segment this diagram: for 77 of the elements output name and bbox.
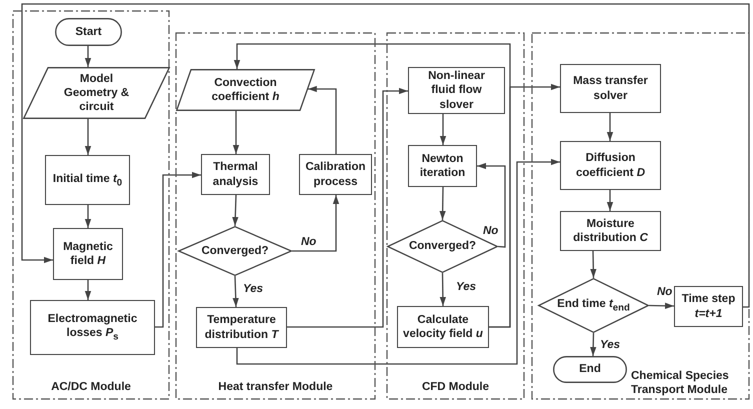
arrow (308, 86, 337, 154)
input-parallelogram (176, 69, 315, 111)
node-label: Mass transfer solver (572, 74, 649, 103)
terminal-shape (55, 18, 122, 46)
arrow (590, 332, 596, 356)
edge-label: Yes (243, 283, 264, 295)
node-label: Thermal analysis (212, 160, 260, 189)
node-label: End time t$_{end}$ (557, 297, 630, 314)
node-label: Convection coefficient h (210, 76, 280, 104)
input-parallelogram (23, 67, 170, 119)
module-label: AC/DC Module (50, 380, 132, 394)
process-box (53, 228, 123, 280)
process-box (560, 141, 661, 190)
arrow (590, 250, 596, 278)
process-box (45, 155, 130, 205)
arrow (155, 172, 201, 328)
node-label: Initial time t$_{0}$ (52, 172, 122, 188)
process-box (560, 64, 661, 113)
module-label: CFD Module (420, 380, 490, 394)
process-box (397, 306, 489, 348)
process-box (201, 154, 270, 195)
terminal-shape (553, 356, 627, 383)
node-label: End (579, 362, 601, 376)
module-region (12, 10, 170, 400)
node-label: Model Geometry & circuit (62, 72, 130, 114)
node-label: Start (75, 24, 102, 39)
edge-label: Yes (600, 339, 620, 351)
decision-diamond (178, 226, 292, 276)
node-label: Calibration process (304, 160, 367, 189)
arrow (84, 46, 92, 67)
arrow (232, 111, 240, 154)
node-label: Moisture distribution C (572, 216, 649, 246)
node-label: Calculate velocity field u (402, 312, 484, 342)
arrow (489, 84, 560, 328)
decision-diamond (387, 220, 498, 273)
node-label: Electromagnetic losses P$_{s}$ (46, 312, 138, 343)
node-label: Newton iteration (418, 152, 466, 180)
arrow (84, 280, 92, 300)
arrow (440, 273, 446, 306)
arrow (292, 195, 340, 252)
module-label: Chemical Species Transport Module (631, 369, 730, 398)
module-label: Heat transfer Module (217, 380, 334, 394)
process-box (674, 286, 743, 327)
arrow (606, 113, 614, 141)
process-box (408, 145, 477, 187)
edge-label: No (483, 225, 498, 237)
node-label: Magnetic field H (62, 240, 114, 268)
arrow (21, 3, 750, 308)
process-box (408, 67, 505, 114)
node-label: Temperature distribution T (204, 313, 280, 342)
node-label: Non-linear fluid flow slover (427, 69, 486, 112)
edge-label: Yes (456, 281, 476, 293)
arrow (236, 158, 560, 365)
arrow (84, 119, 92, 155)
decision-diamond (538, 278, 649, 333)
arrow (439, 187, 446, 220)
arrow (287, 88, 408, 328)
arrow (232, 276, 239, 308)
node-label: Time step t=t+1 (680, 292, 736, 321)
edge-label: No (301, 236, 316, 248)
arrow (477, 162, 506, 248)
process-box (30, 300, 155, 355)
arrow (648, 302, 674, 309)
node-label: Converged? (201, 244, 269, 258)
process-box (299, 154, 372, 195)
module-region (386, 32, 525, 400)
node-label: Converged? (408, 239, 476, 254)
arrow (440, 114, 446, 145)
process-box (560, 211, 661, 251)
arrow (606, 190, 614, 211)
process-box (196, 307, 287, 348)
module-region (175, 32, 376, 400)
node-label: Diffusion coefficient D (574, 151, 646, 180)
arrow (84, 205, 92, 228)
module-region (531, 32, 750, 400)
edge-label: No (657, 286, 672, 298)
arrow (232, 194, 238, 226)
